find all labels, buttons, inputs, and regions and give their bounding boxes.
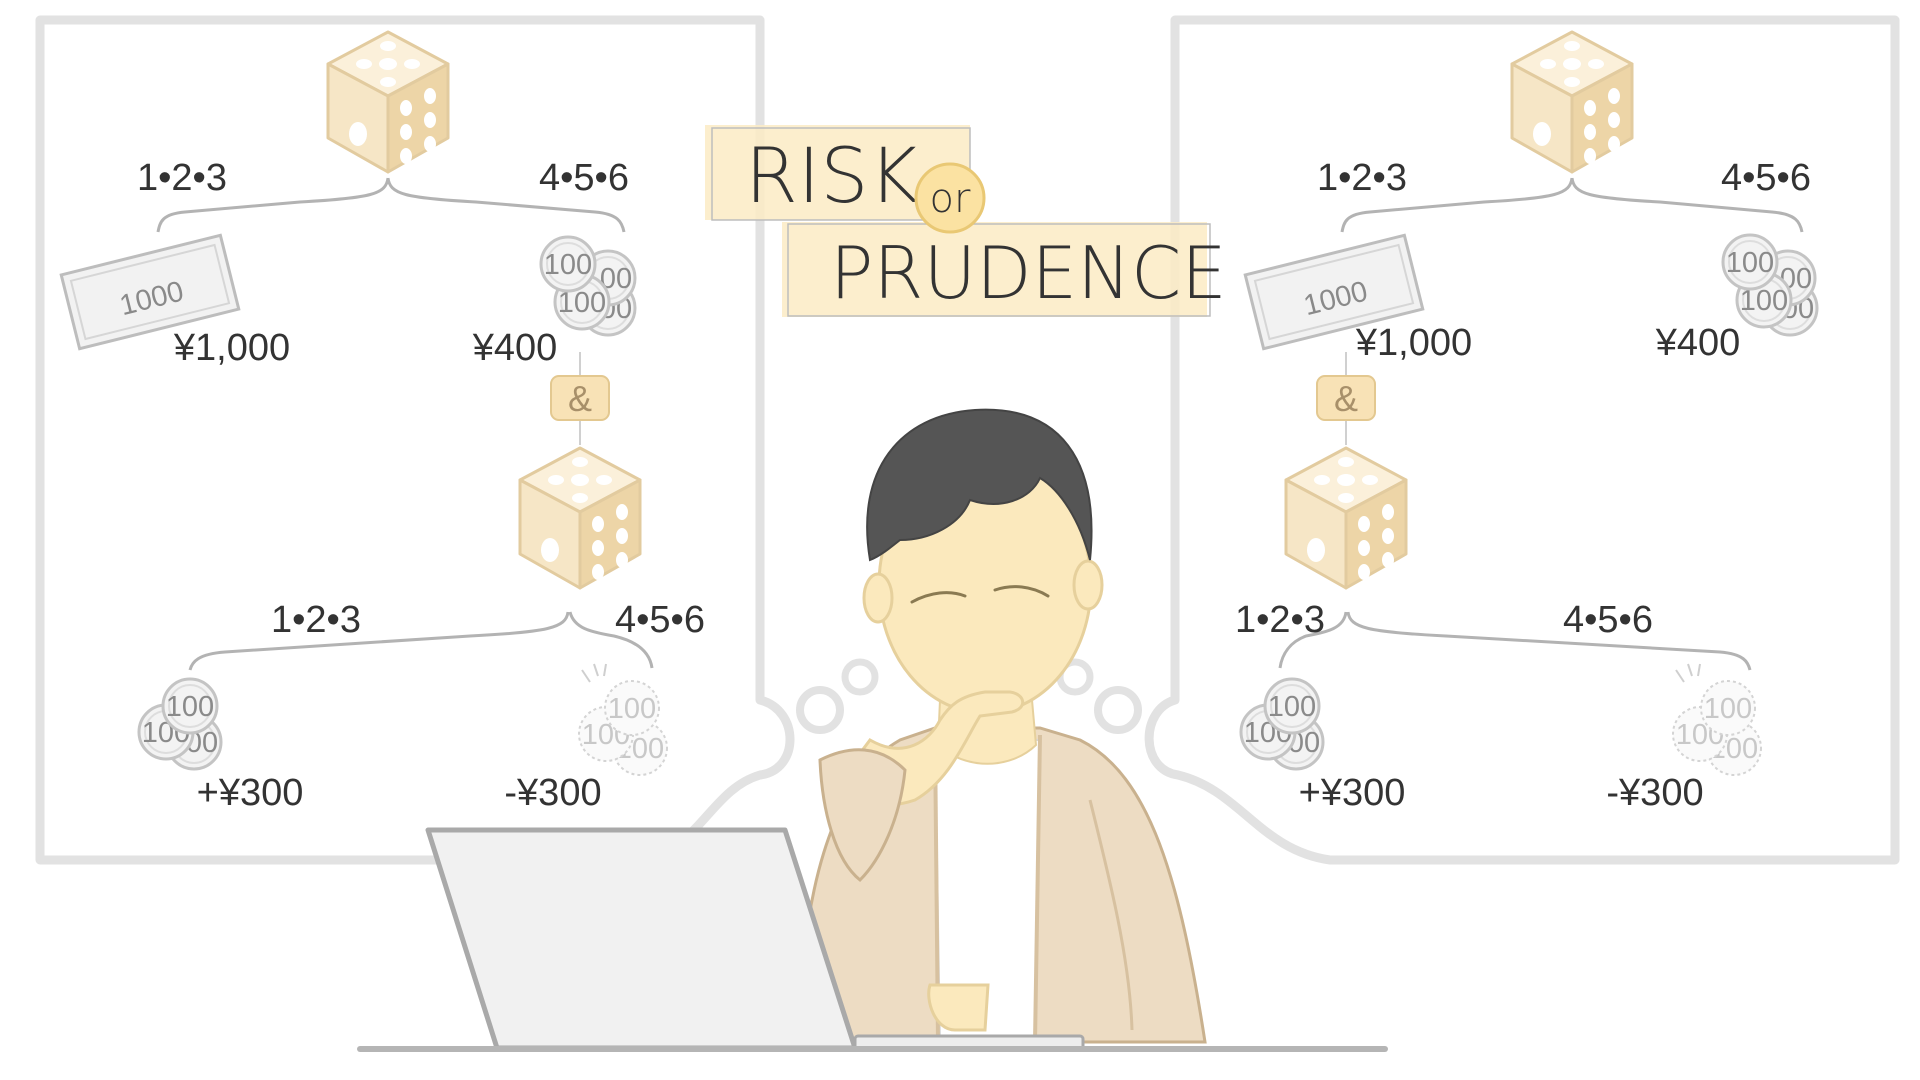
coins-icon: 100 100 100 100 [1721,233,1819,337]
title-prudence: PRUDENCE [830,231,1227,315]
and-badge [550,375,610,421]
svg-text:100: 100 [1268,691,1316,723]
branch-bracket [188,611,654,671]
banknote-icon: 1000 [59,233,241,351]
branch-bracket [1278,611,1752,671]
lost-coins-icon: 100 100 100 [578,663,668,776]
risky-start-amount: ¥400 [1655,322,1741,364]
svg-text:100: 100 [1726,247,1774,279]
loss-amount: -¥300 [1606,772,1703,814]
laptop-screen [425,827,858,1051]
loss-amount: -¥300 [504,772,601,814]
risky-start-amount: ¥400 [472,327,558,369]
title-prudence-box [782,222,1207,317]
coins-icon: 100 100 100 [1239,677,1325,771]
outcome-label-high: 4•5•6 [539,157,629,199]
coins-icon: 100 100 100 100 [539,235,637,337]
outcome-label-high: 4•5•6 [1563,599,1653,641]
svg-text:100: 100 [544,249,592,281]
and-badge [1316,375,1376,421]
title-or-badge [914,162,986,234]
svg-text:100: 100 [1704,693,1752,725]
right-decision-tree: 1•2•3 4•5•6 1000 ¥1,000 100 100 100 100 … [1235,30,1819,814]
lost-coins-icon: 100 100 100 [1672,663,1762,776]
gain-amount: +¥300 [1299,772,1406,814]
and-connector: & [1334,378,1358,419]
svg-text:100: 100 [608,693,656,725]
guaranteed-amount: ¥1,000 [1355,322,1472,364]
thought-bubble-dot [796,686,844,734]
title-block: RISK PRUDENCE or [705,125,1227,317]
outcome-label-low: 1•2•3 [1317,157,1407,199]
and-connector: & [568,378,592,419]
thinking-person [798,408,1207,1044]
thought-bubble-dot [841,658,879,696]
branch-bracket [156,177,626,233]
banknote-icon: 1000 [1243,233,1425,351]
outcome-label-low: 1•2•3 [271,599,361,641]
branch-bracket [1340,177,1804,233]
left-decision-tree: 1•2•3 4•5•6 1000 ¥1,000 100 100 100 100 … [59,30,705,814]
title-or: or [930,176,971,222]
outcome-label-high: 4•5•6 [615,599,705,641]
hair [866,408,1093,562]
outcome-label-low: 1•2•3 [137,157,227,199]
thought-bubble-dot [1094,686,1142,734]
outcome-label-low: 1•2•3 [1235,599,1325,641]
coins-icon: 100 100 100 [137,677,223,771]
outcome-label-high: 4•5•6 [1721,157,1811,199]
gain-amount: +¥300 [197,772,304,814]
guaranteed-amount: ¥1,000 [173,327,290,369]
title-risk: RISK [745,131,918,220]
svg-text:100: 100 [166,691,214,723]
